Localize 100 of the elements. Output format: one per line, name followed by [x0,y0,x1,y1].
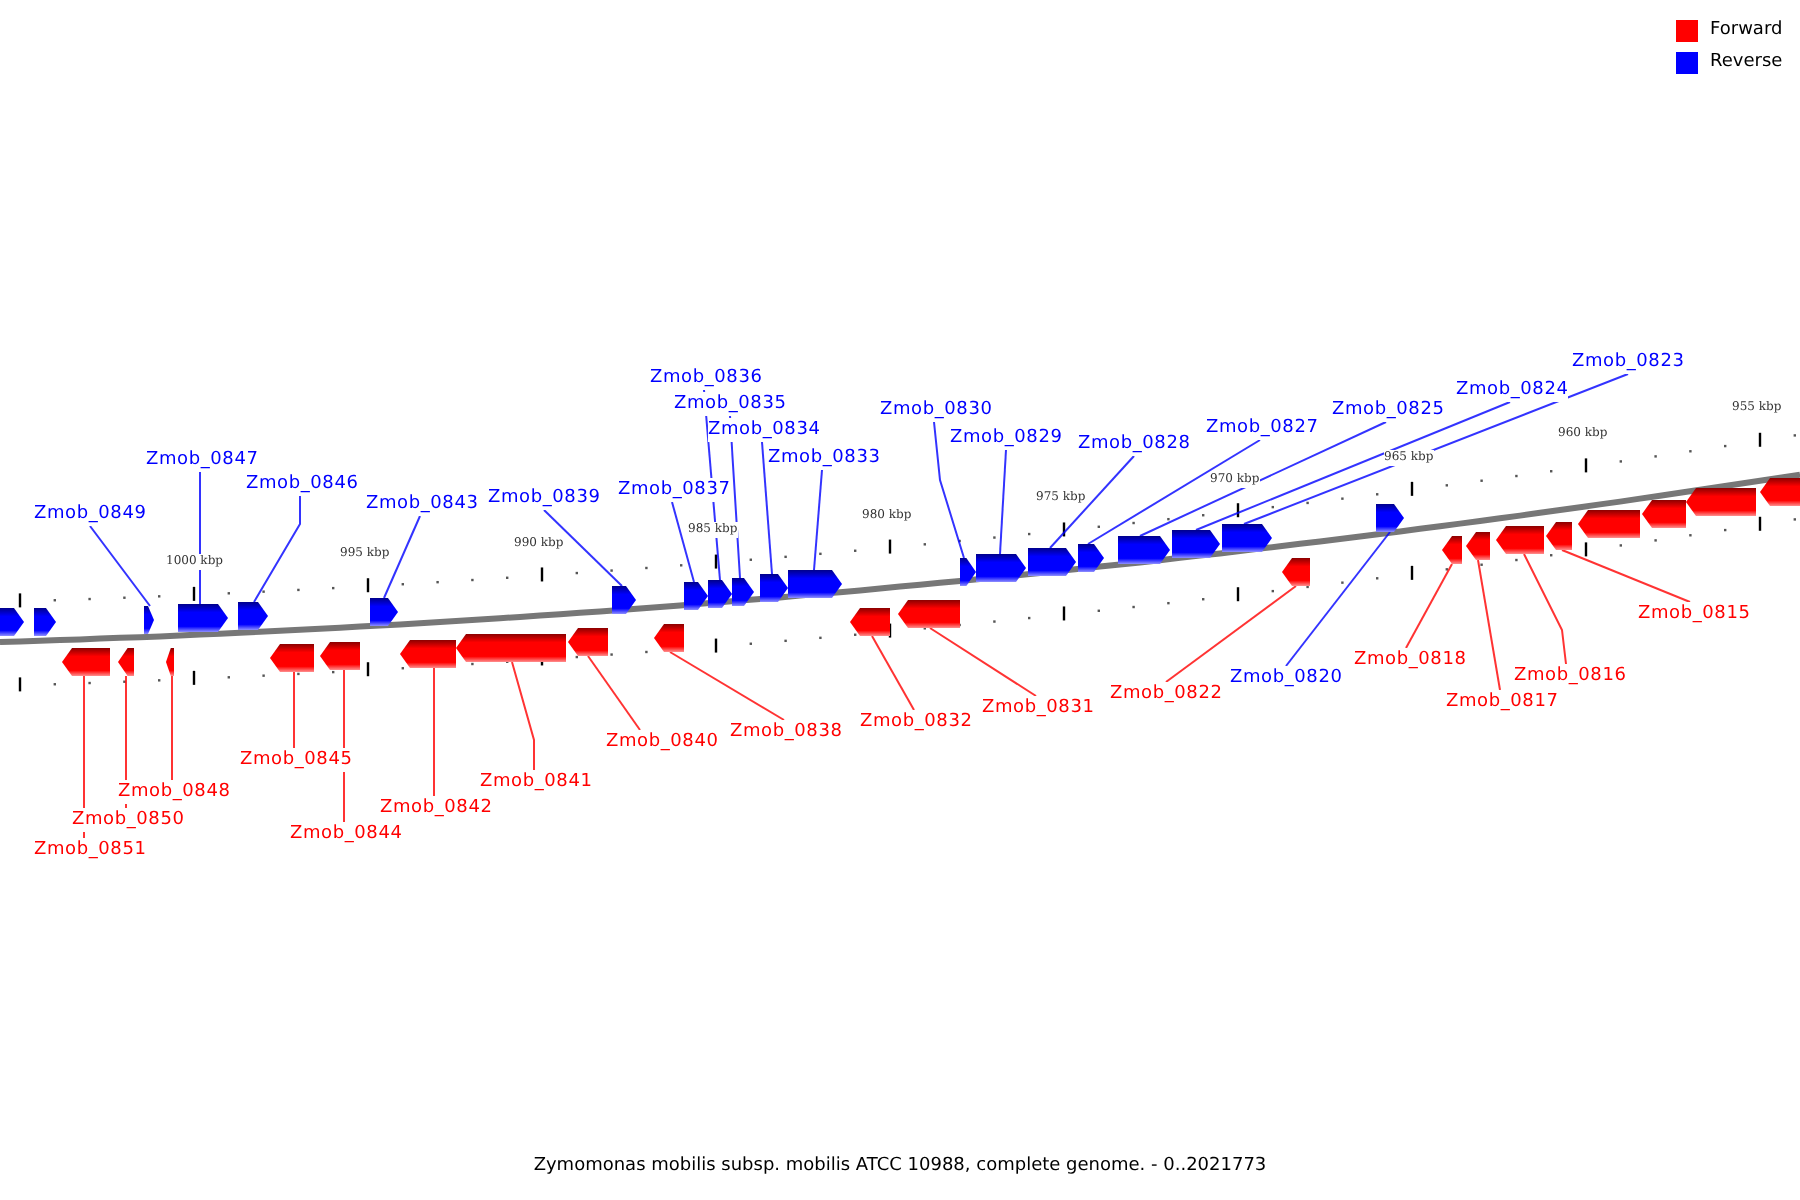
gene-feature [1642,500,1686,528]
gene-label: Zmob_0825 [1332,398,1445,422]
gene-feature [1222,524,1272,552]
leader-line [253,495,301,603]
gene-feature [1760,478,1800,506]
gene-feature [708,580,732,608]
gene-feature [320,642,360,670]
leader-line [871,635,915,711]
gene-label: Zmob_0815 [1638,602,1751,626]
gene-feature [568,628,608,656]
gene-label: Zmob_0851 [34,838,147,862]
gene-label: Zmob_0817 [1446,690,1559,714]
gene-feature [1078,544,1104,572]
gene-feature [370,598,398,626]
leader-line [669,651,785,721]
leader-line [383,515,421,599]
gene-feature [166,648,174,676]
leader-line [1405,563,1453,649]
gene-feature [62,648,110,676]
gene-label: Zmob_0824 [1456,378,1569,402]
leader-line [933,421,965,559]
gene-feature [760,574,788,602]
gene-label: Zmob_0830 [880,398,993,422]
leader-line [587,655,641,731]
gene-feature [612,586,636,614]
gene-label: Zmob_0844 [290,822,403,846]
leader-line [1477,559,1501,691]
legend-label: Forward [1710,18,1783,44]
gene-feature [1442,536,1462,564]
leader-line [1139,421,1387,537]
leader-line [999,449,1007,555]
gene-label: Zmob_0850 [72,808,185,832]
leader-line [1561,549,1691,603]
gene-feature [144,606,154,634]
leader-line [929,627,1037,697]
gene-feature [898,600,960,628]
gene-label: Zmob_0840 [606,730,719,754]
gene-label: Zmob_0823 [1572,350,1685,374]
leader-line [1243,373,1629,525]
gene-feature [654,624,684,652]
gene-label: Zmob_0822 [1110,682,1223,706]
gene-feature [1028,548,1076,576]
leader-line [671,501,695,583]
legend-label: Reverse [1710,50,1783,76]
gene-feature [1376,504,1404,532]
gene-label: Zmob_0834 [708,418,821,442]
gene-feature [1172,530,1220,558]
gene-feature [178,604,228,632]
gene-feature [732,578,754,606]
gene-label: Zmob_0835 [674,392,787,416]
gene-label: Zmob_0818 [1354,648,1467,672]
gene-label: Zmob_0827 [1206,416,1319,440]
gene-label: Zmob_0831 [982,696,1095,720]
gene-label: Zmob_0828 [1078,432,1191,456]
gene-feature [788,570,842,598]
gene-feature [400,640,456,668]
leader-line [1523,553,1567,665]
leader-line [1195,401,1511,531]
caption: Zymomonas mobilis subsp. mobilis ATCC 10988, complete genome. - 0..2021773 [531,1156,1269,1176]
gene-feature [238,602,268,630]
gene-feature [1282,558,1310,586]
gene-label: Zmob_0820 [1230,666,1343,690]
gene-feature [850,608,890,636]
gene-label: Zmob_0836 [650,366,763,390]
gene-label: Zmob_0842 [380,796,493,820]
leader-line [1049,455,1135,549]
leader-line [543,509,623,587]
gene-feature [1578,510,1640,538]
gene-feature [1496,526,1544,554]
leader-line [1165,585,1297,683]
gene-label: Zmob_0839 [488,486,601,510]
gene-label: Zmob_0848 [118,780,231,804]
gene-feature [34,608,56,636]
gene-label: Zmob_0849 [34,502,147,526]
leader-line [199,471,201,605]
leader-line [813,469,823,571]
leader-line [89,525,151,607]
leader-line [511,661,535,771]
gene-label: Zmob_0832 [860,710,973,734]
gene-feature [1546,522,1572,550]
gene-feature [118,648,134,676]
gene-label: Zmob_0833 [768,446,881,470]
gene-label: Zmob_0843 [366,492,479,516]
gene-feature [1118,536,1170,564]
gene-label: Zmob_0847 [146,448,259,472]
gene-feature [270,644,314,672]
gene-feature [684,582,708,610]
gene-feature [0,608,24,636]
gene-label: Zmob_0838 [730,720,843,744]
gene-label: Zmob_0829 [950,426,1063,450]
leader-line [1285,531,1391,667]
gene-label: Zmob_0845 [240,748,353,772]
leader-line [171,675,173,781]
gene-label: Zmob_0841 [480,770,593,794]
leader-line [1087,439,1261,545]
gene-label: Zmob_0846 [246,472,359,496]
gene-label: Zmob_0816 [1514,664,1627,688]
leader-line [433,667,435,797]
leader-line [761,441,773,575]
gene-label: Zmob_0837 [618,478,731,502]
